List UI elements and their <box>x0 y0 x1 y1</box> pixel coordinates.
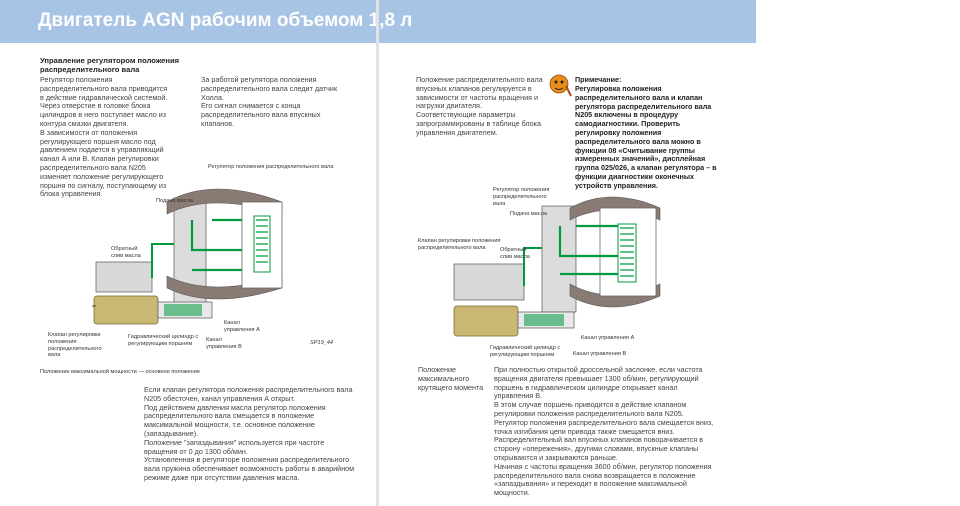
right-caption: Положение максимального крутящего момент… <box>418 365 484 392</box>
left-label-valve: Клапан регулировки положения распределит… <box>48 332 102 359</box>
note-title: Примечание: <box>575 75 622 84</box>
left-bottom-text: Если клапан регулятора положения распред… <box>144 385 355 482</box>
left-label-channel-a: Канал управления A <box>224 320 260 333</box>
right-mechanism-diagram <box>453 196 661 337</box>
left-caption: Положение максимальной мощности — основн… <box>40 369 200 375</box>
left-figure-code: SP19_44 <box>310 340 334 346</box>
left-col2-text: За работой регулятора положения распреде… <box>201 75 338 128</box>
left-label-regulator: Регулятор положения распределительного в… <box>208 164 334 170</box>
right-intro-text: Положение распределительного вала впускн… <box>416 75 543 137</box>
right-label-channel-b: Канал управления B <box>573 351 627 357</box>
right-label-regulator: Регулятор положения распределительного в… <box>493 187 550 207</box>
page-divider <box>376 0 379 506</box>
note-pencil-icon <box>549 74 572 97</box>
left-col1-text: Регулятор положения распределительного в… <box>40 75 168 199</box>
right-bottom-text: При полностью открытой дроссельной засло… <box>494 365 714 498</box>
left-label-cylinder: Гидравлический цилиндр с регулирующим по… <box>128 334 199 347</box>
right-label-oil-supply: Подача масла <box>510 211 547 217</box>
right-label-cylinder: Гидравлический цилиндр с регулирующим по… <box>490 345 561 358</box>
left-label-channel-b: Канал управления B <box>206 337 242 350</box>
right-label-valve: Клапан регулировки положения распределит… <box>418 238 501 251</box>
right-label-return: Обратный слив масла <box>500 247 530 260</box>
note-body: Регулировка положения распределительного… <box>575 84 717 190</box>
left-label-return: Обратный слив масла <box>111 246 141 259</box>
page-title: Двигатель AGN рабочим объемом 1,8 л <box>38 10 413 31</box>
right-label-channel-a: Канал управления A <box>581 335 635 341</box>
left-label-oil-supply: Подача масла <box>156 198 193 204</box>
left-mechanism-diagram <box>92 188 283 325</box>
section-heading: Управление регулятором положения распред… <box>40 56 180 74</box>
